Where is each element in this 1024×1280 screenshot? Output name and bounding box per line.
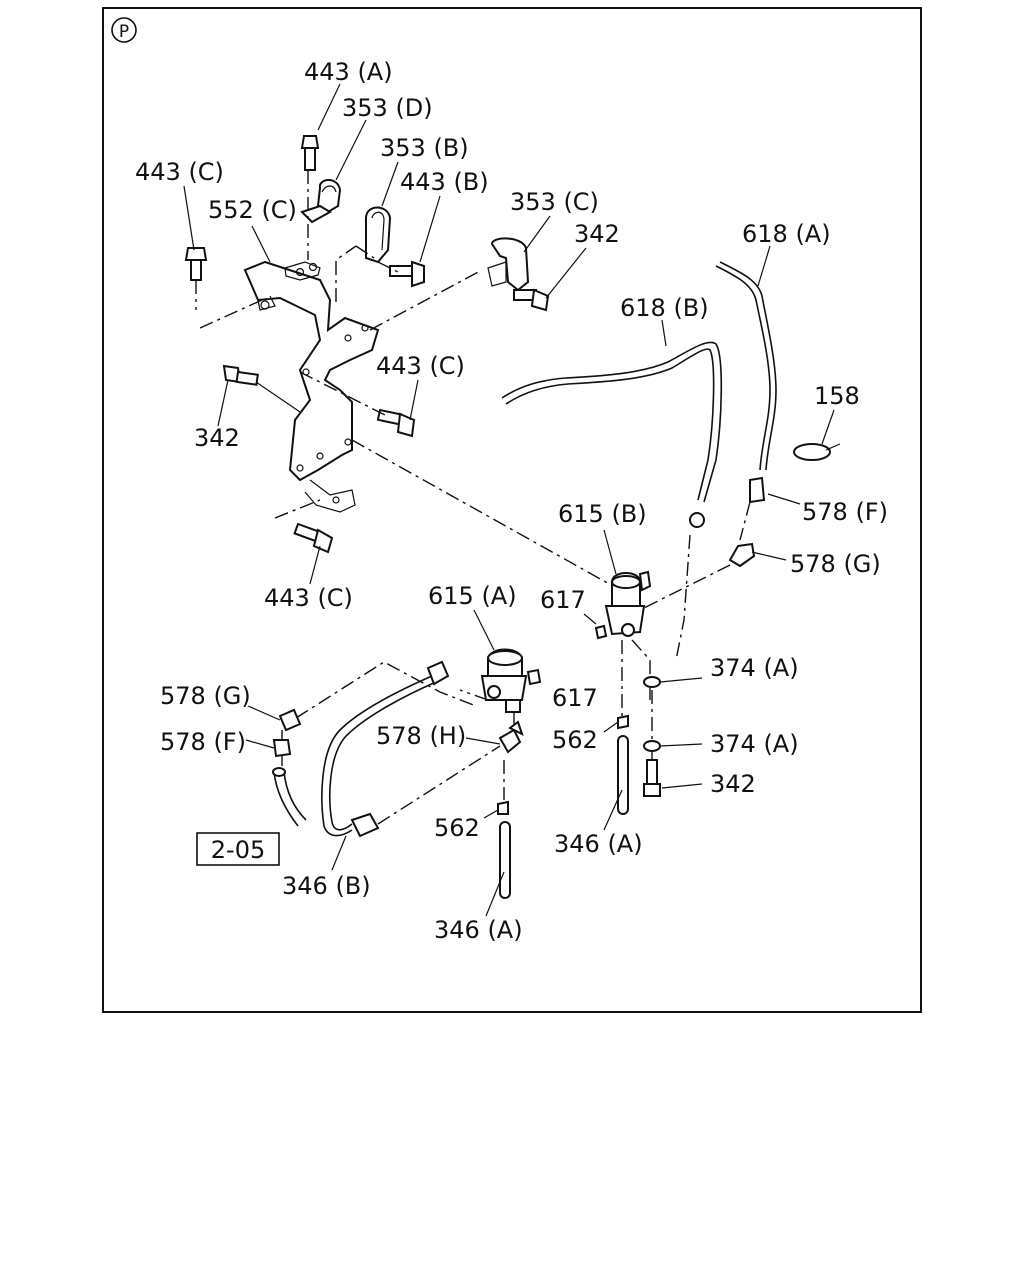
bolt-443b-drawing [389,260,425,288]
callout-158: 158 [814,382,860,410]
callout-443c-bottom: 443 (C) [264,584,353,612]
valve-615b-drawing [594,534,691,720]
clip-562-right-drawing [617,714,629,730]
bracket-552c-drawing [243,260,380,513]
clip-353b-drawing [365,206,392,264]
callout-615b: 615 (B) [558,500,647,528]
bolt-342-bottom-drawing [643,759,661,797]
callout-346a-bottom: 346 (A) [434,916,523,944]
fitting-578h-drawing [498,720,524,754]
callout-578f-left: 578 (F) [160,728,246,756]
bolt-443c-bottom-drawing [293,522,334,554]
clip-562-left-drawing [497,800,509,815]
section-marker-letter: P [119,22,129,42]
bolt-443c-mid-drawing [376,408,416,438]
callout-353c: 353 (C) [510,188,599,216]
clamp-158-drawing [793,443,841,461]
callout-443a: 443 (A) [304,58,393,86]
hose-346a-bottom-drawing [499,821,511,899]
hose-346a-right-drawing [617,735,629,815]
callout-443b: 443 (B) [400,168,489,196]
callout-618a: 618 (A) [742,220,831,248]
hose-618a-drawing [715,261,777,504]
callout-552c: 552 (C) [208,196,297,224]
fitting-578f-left-drawing [272,739,292,758]
clip-353c-drawing [487,237,530,292]
section-marker: P [111,17,137,43]
callout-374a-1: 374 (A) [710,654,799,682]
callout-578g-right: 578 (G) [790,550,881,578]
callout-617-left: 617 [552,684,598,712]
callout-443c-mid: 443 (C) [376,352,465,380]
callout-562-right: 562 [552,726,598,754]
reference-box: 2-05 [196,832,280,866]
callout-342-left: 342 [194,424,240,452]
callout-342-top: 342 [574,220,620,248]
washer-374a-1-drawing [643,676,661,688]
callout-346b: 346 (B) [282,872,371,900]
callout-443c-top: 443 (C) [135,158,224,186]
clip-353d-drawing [300,179,342,224]
washer-374a-2-drawing [643,740,661,752]
bolt-342-left-drawing [222,364,259,386]
bolt-342-top-drawing [513,288,550,312]
callout-578f-right: 578 (F) [802,498,888,526]
callout-562-left: 562 [434,814,480,842]
bolt-443a-drawing [300,135,320,171]
diagram-frame [102,7,922,1013]
reference-box-label: 2-05 [211,836,265,864]
callout-618b: 618 (B) [620,294,709,322]
bolt-443c-top-drawing [184,247,208,281]
callout-578h: 578 (H) [376,722,466,750]
hose-618b-drawing [501,341,723,528]
callout-578g-left: 578 (G) [160,682,251,710]
callout-617-right: 617 [540,586,586,614]
callout-353d: 353 (D) [342,94,433,122]
callout-342-bottom: 342 [710,770,756,798]
leader-lines [183,83,835,917]
callout-615a: 615 (A) [428,582,517,610]
callout-346a-right: 346 (A) [554,830,643,858]
callout-353b: 353 (B) [380,134,469,162]
callout-374a-2: 374 (A) [710,730,799,758]
hose-346b-drawing [295,660,501,838]
valve-615a-drawing [459,648,542,713]
fitting-578g-left-drawing [278,708,302,732]
hose-2-05-drawing [272,767,307,827]
